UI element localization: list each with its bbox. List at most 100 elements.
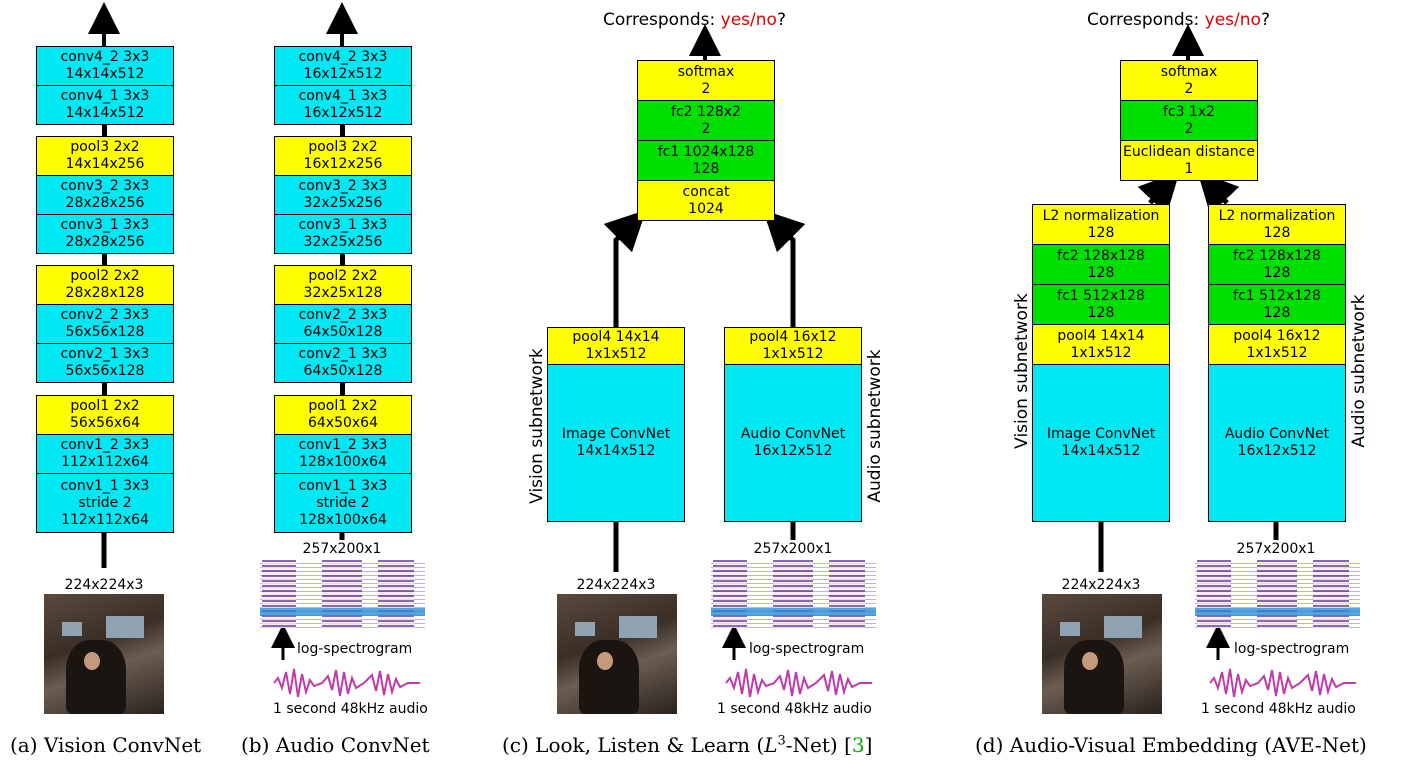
spectrogram-c: [711, 560, 876, 628]
layer-stride: stride 2: [316, 494, 370, 511]
caption-citation[interactable]: 3: [851, 733, 865, 757]
layer-name: fc1 512x128: [1233, 287, 1321, 304]
layer-dim: 16x12x512: [303, 105, 383, 121]
layer-dim: 32x25x128: [303, 285, 383, 301]
layer-name: fc3 1x2: [1162, 103, 1216, 120]
layer-name: fc1 512x128: [1057, 287, 1145, 304]
layer-dim: 56x56x64: [69, 415, 140, 431]
layer-dim: 56x56x128: [65, 324, 145, 340]
layer-dim: 16x12x512: [303, 66, 383, 82]
layer-dim: 1x1x512: [762, 346, 824, 362]
layer-name: pool1 2x2: [308, 398, 378, 414]
layer-name: conv2_1 3x3: [298, 346, 388, 362]
input-dim-d-vision: 224x224x3: [1061, 577, 1141, 593]
input-video-frame-c: [557, 594, 677, 714]
output-yes: yes: [1204, 10, 1235, 30]
layer-dim: 1x1x512: [585, 346, 647, 362]
layer-dim: 2: [701, 120, 711, 137]
output-no: no: [1239, 10, 1261, 30]
layer-dim: 1x1x512: [1070, 344, 1132, 361]
layer-name: conv4_1 3x3: [298, 88, 388, 104]
audio-waveform-c: [725, 668, 872, 698]
layer-name: Image ConvNet: [1046, 426, 1156, 442]
layer-name: conv3_2 3x3: [60, 178, 150, 194]
output-prefix: Corresponds:: [1087, 10, 1205, 30]
spectrogram-label-c: log-spectrogram: [749, 641, 865, 657]
layer-dim: 128: [1087, 264, 1115, 281]
output-label-c: Corresponds: yes/no?: [603, 10, 786, 30]
layer-name: conv4_2 3x3: [298, 49, 388, 65]
arrow-d-audio: [1197, 171, 1240, 215]
layer-name: conv1_1 3x3: [298, 477, 388, 494]
input-dim-c-vision: 224x224x3: [576, 577, 656, 593]
layer-name: conv1_2 3x3: [60, 437, 150, 453]
side-label-d-audio: Audio subnetwork: [1349, 294, 1369, 448]
output-no: no: [755, 10, 777, 30]
layer-dim: 128: [1263, 304, 1291, 321]
layer-dim: 2: [1184, 120, 1194, 137]
layer-name: Audio ConvNet: [1224, 426, 1330, 442]
layer-name: fc2 128x128: [1057, 247, 1145, 264]
output-label-d: Corresponds: yes/no?: [1087, 10, 1270, 30]
layer-name: pool2 2x2: [70, 268, 140, 284]
layer-dim: 32x25x256: [303, 234, 383, 250]
input-video-frame-a: [44, 594, 164, 714]
layer-name: conv4_2 3x3: [60, 49, 150, 65]
spectrogram-label-b: log-spectrogram: [297, 641, 413, 657]
output-suffix: ?: [1260, 10, 1270, 30]
spectrogram-d: [1195, 560, 1360, 628]
layer-dim: 128: [1087, 224, 1115, 241]
layer-dim: 28x28x256: [65, 195, 145, 211]
caption-suffix: ]: [864, 733, 873, 757]
caption-c: (c) Look, Listen & Learn (L3-Net) [3]: [502, 733, 872, 757]
layer-name: conv4_1 3x3: [60, 88, 150, 104]
layer-dim: 64x50x128: [303, 324, 383, 340]
layer-name: pool2 2x2: [308, 268, 378, 284]
output-suffix: ?: [776, 10, 786, 30]
spectrogram-label-d: log-spectrogram: [1234, 641, 1350, 657]
layer-name: fc1 1024x128: [657, 143, 755, 160]
layer-dim: 14x14x512: [1061, 443, 1141, 459]
layer-name: fc2 128x128: [1233, 247, 1321, 264]
layer-dim: 1024: [688, 200, 724, 217]
layer-dim: 14x14x512: [65, 66, 145, 82]
connector: [340, 254, 345, 265]
layer-dim: 2: [1184, 80, 1194, 97]
layer-name: conv2_1 3x3: [60, 346, 150, 362]
layer-name: conv2_2 3x3: [60, 307, 150, 323]
layer-dim: 1x1x512: [1246, 344, 1308, 361]
layer-dim: 16x12x512: [1237, 443, 1317, 459]
output-sep: /: [1234, 10, 1240, 30]
connector: [340, 383, 345, 395]
layer-dim: 14x14x256: [65, 156, 145, 172]
input-dim-a: 224x224x3: [64, 577, 144, 593]
input-dim-b: 257x200x1: [302, 541, 382, 557]
layer-name: softmax: [677, 63, 735, 80]
output-yes: yes: [720, 10, 751, 30]
spectrogram-b: [260, 560, 425, 628]
layer-dim: 112x112x64: [61, 511, 149, 528]
connector: [102, 125, 107, 136]
layer-dim: 28x28x128: [65, 285, 145, 301]
arrow-c-audio: [762, 209, 806, 327]
